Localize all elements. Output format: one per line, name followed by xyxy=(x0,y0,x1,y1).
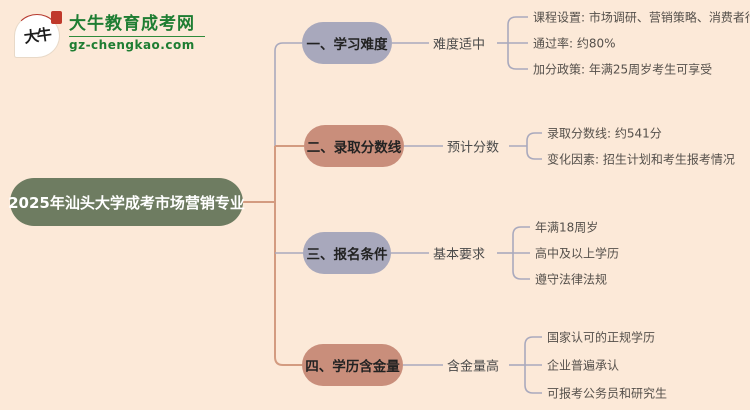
branch-node-study-difficulty: 一、学习难度 xyxy=(302,22,392,64)
leaf-item: 课程设置: 市场调研、营销策略、消费者行为 xyxy=(533,10,750,25)
leaf-item: 高中及以上学历 xyxy=(535,246,620,261)
logo-icon-text: 大牛 xyxy=(22,24,52,47)
leaf-item: 遵守法律法规 xyxy=(535,272,608,287)
branch-label: 四、学历含金量 xyxy=(305,359,400,375)
branch-node-degree-value: 四、学历含金量 xyxy=(302,344,403,386)
branch-summary-registration-requirements: 基本要求 xyxy=(433,247,486,263)
bracket-b2 xyxy=(526,132,542,160)
leaf-item: 可报考公务员和研究生 xyxy=(547,386,668,401)
logo-domain: gz-chengkao.com xyxy=(69,38,195,53)
logo-bubble-icon: 大牛 xyxy=(14,11,62,58)
leaf-item: 录取分数线: 约541分 xyxy=(547,126,662,141)
branch-summary-study-difficulty: 难度适中 xyxy=(433,37,486,53)
branch-label: 一、学习难度 xyxy=(306,37,388,53)
connector-branch1 xyxy=(274,42,302,146)
root-node: 2025年汕头大学成考市场营销专业 xyxy=(8,178,245,226)
branch-node-admission-score: 二、录取分数线 xyxy=(304,125,404,167)
logo-title: 大牛教育成考网 xyxy=(69,14,195,34)
logo-divider xyxy=(69,36,205,38)
leaf-item: 加分政策: 年满25周岁考生可享受 xyxy=(533,62,713,77)
branch-summary-degree-value: 含金量高 xyxy=(447,359,500,375)
leaf-item: 国家认可的正规学历 xyxy=(547,330,656,345)
bracket-b4 xyxy=(524,336,542,394)
branch-label: 二、录取分数线 xyxy=(306,140,402,156)
logo-seal-icon xyxy=(51,11,62,24)
branch-label: 三、报名条件 xyxy=(306,247,388,263)
leaf-item: 企业普遍承认 xyxy=(547,358,620,373)
branch-node-registration-requirements: 三、报名条件 xyxy=(303,232,391,274)
leaf-item: 通过率: 约80% xyxy=(533,36,616,51)
bracket-b1 xyxy=(507,16,528,70)
root-node-label: 2025年汕头大学成考市场营销专业 xyxy=(8,193,245,212)
leaf-item: 年满18周岁 xyxy=(535,220,599,235)
site-logo: 大牛 大牛教育成考网 gz-chengkao.com xyxy=(14,11,205,58)
branch-summary-admission-score: 预计分数 xyxy=(447,140,500,156)
bracket-b3 xyxy=(512,226,530,280)
leaf-item: 变化因素: 招生计划和考生报考情况 xyxy=(547,152,735,167)
connector-branch4 xyxy=(274,146,302,366)
